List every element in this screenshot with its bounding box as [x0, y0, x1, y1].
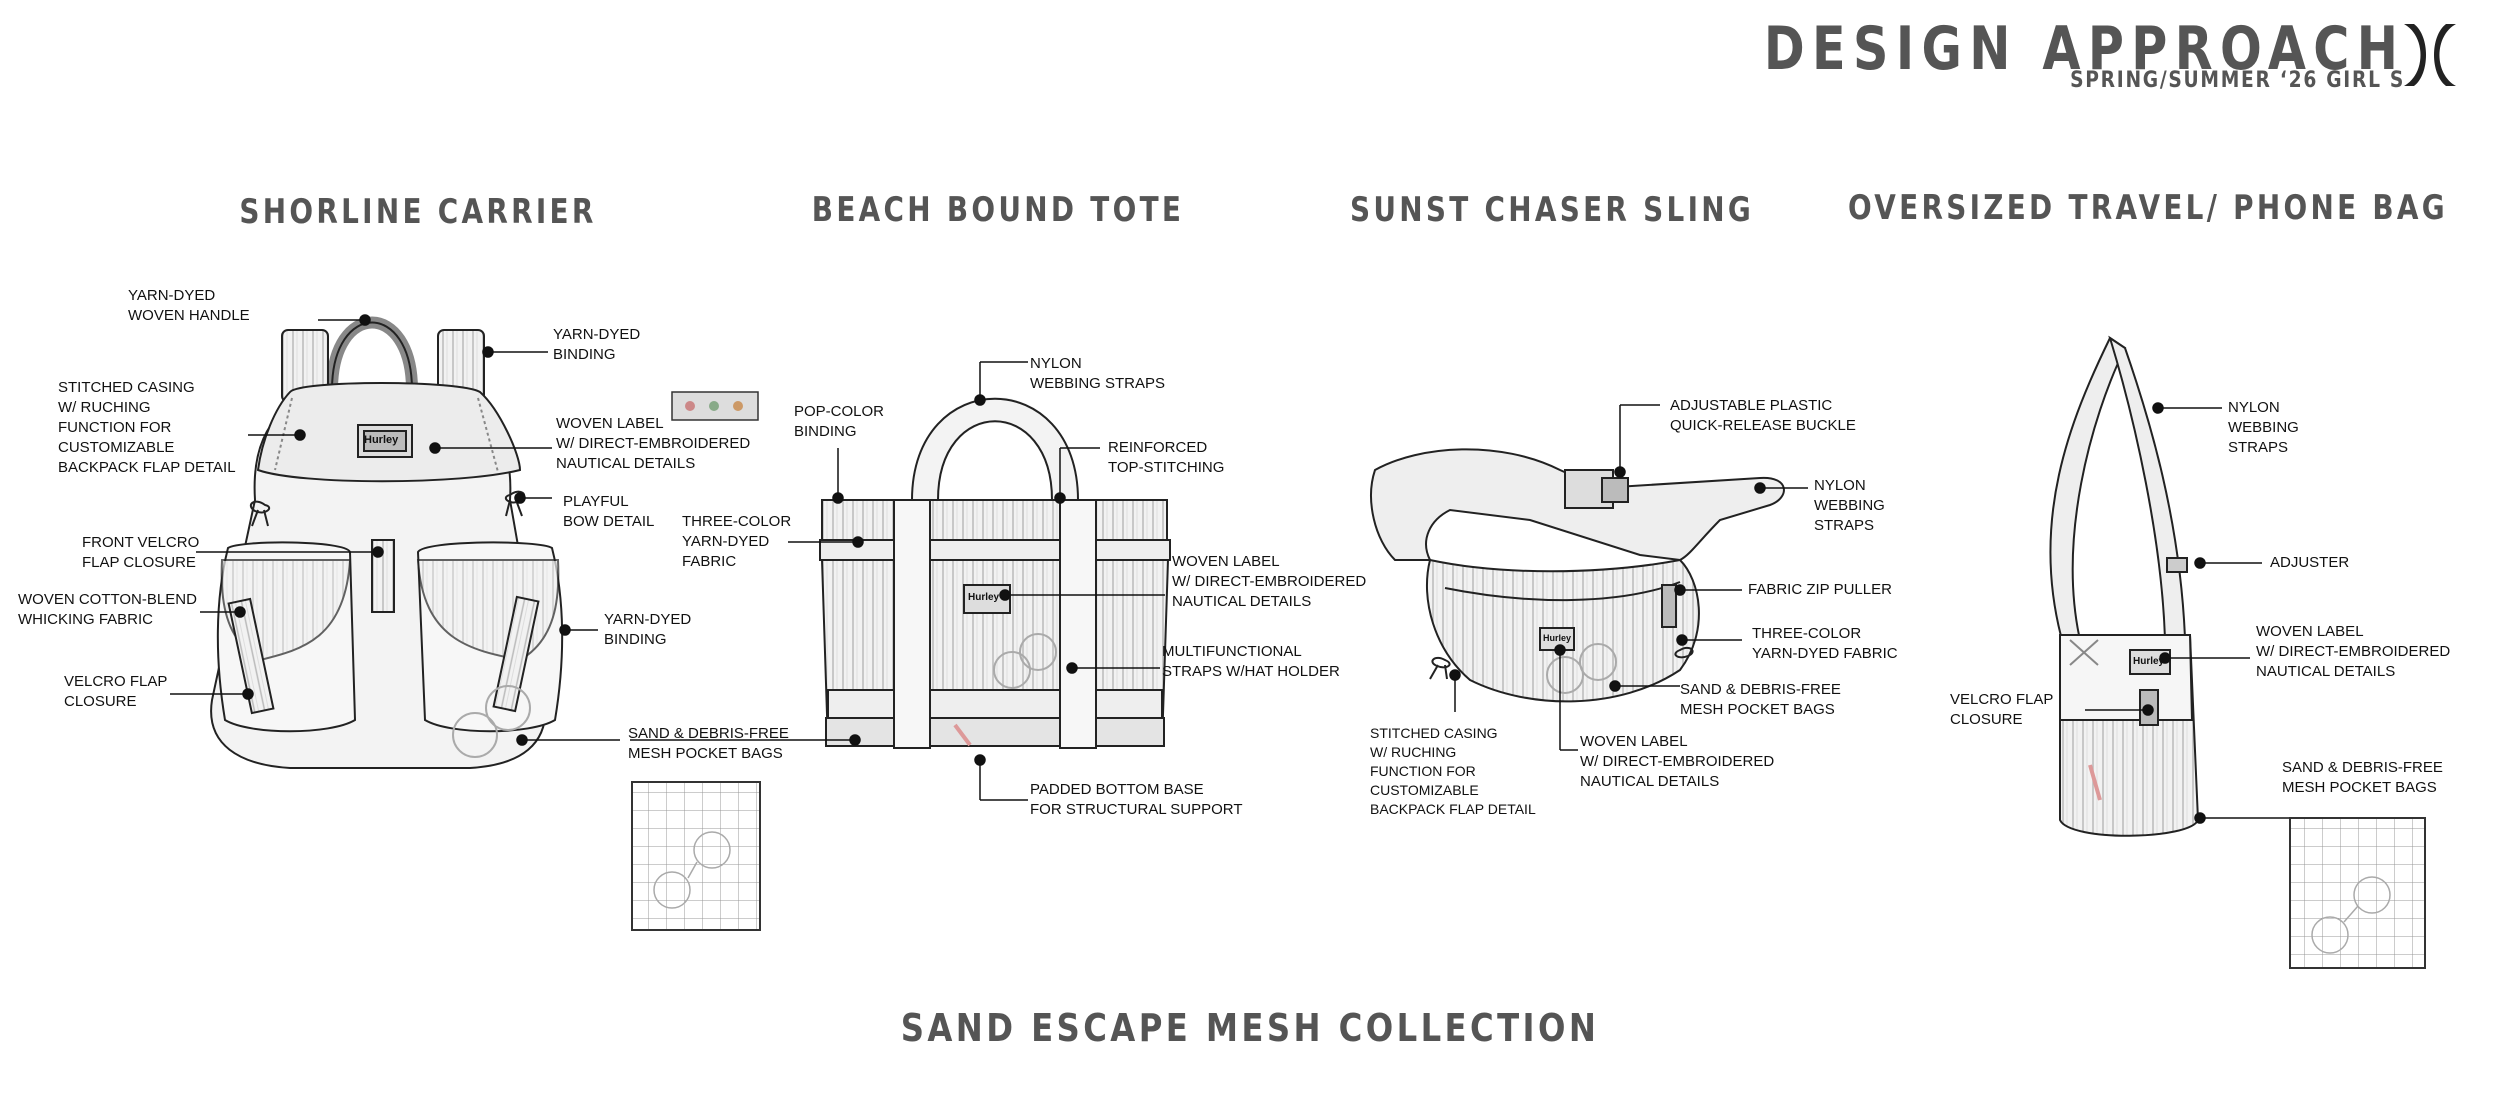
product-title-shorline-carrier: SHORLINE CARRIER: [239, 192, 597, 232]
label-woven-cotton-blend: WOVEN COTTON-BLEND WHICKING FABRIC: [18, 591, 197, 628]
label-quick-release-buckle: ADJUSTABLE PLASTIC QUICK-RELEASE BUCKLE: [1670, 397, 1856, 434]
label-stitched-casing: STITCHED CASING W/ RUCHING FUNCTION FOR …: [58, 379, 236, 476]
label-front-velcro-flap-closure: FRONT VELCRO FLAP CLOSURE: [82, 534, 200, 571]
label-nylon-webbing-straps-phone: NYLON WEBBING STRAPS: [2228, 399, 2299, 456]
label-mesh-pocket-bags-sling: SAND & DEBRIS-FREE MESH POCKET BAGS: [1680, 681, 1841, 718]
label-playful-bow-detail: PLAYFUL BOW DETAIL: [563, 493, 655, 530]
label-stitched-casing-sling: STITCHED CASING W/ RUCHING FUNCTION FOR …: [1370, 725, 1536, 817]
product-title-beach-bound-tote: BEACH BOUND TOTE: [811, 190, 1185, 230]
brand-label-phone-bag: Hurley: [2133, 656, 2165, 667]
collection-title: SAND ESCAPE MESH COLLECTION: [900, 1006, 1600, 1050]
brand-label-tote: Hurley: [968, 592, 1000, 603]
label-three-color-fabric: THREE-COLOR YARN-DYED FABRIC: [682, 513, 792, 570]
product-title-oversized-travel-phone-bag: OVERSIZED TRAVEL/ PHONE BAG: [1848, 188, 2448, 228]
label-fabric-zip-puller: FABRIC ZIP PULLER: [1748, 581, 1892, 598]
label-velcro-flap-closure: VELCRO FLAP CLOSURE: [64, 673, 168, 710]
label-woven-label-tote: WOVEN LABEL W/ DIRECT-EMBROIDERED NAUTIC…: [1172, 553, 1367, 610]
brand-label-backpack: Hurley: [364, 434, 399, 446]
label-yarn-dyed-woven-handle: YARN-DYED WOVEN HANDLE: [128, 287, 250, 324]
phone-bag-illustration: [2049, 335, 2200, 837]
label-pop-color-binding: POP-COLOR BINDING: [794, 403, 885, 440]
tote-leader-lines: [630, 361, 1165, 801]
hurley-logo-icon: [2404, 24, 2456, 86]
label-woven-label-phone: WOVEN LABEL W/ DIRECT-EMBROIDERED NAUTIC…: [2256, 623, 2451, 680]
phone-bag-leader-lines: [2085, 402, 2310, 824]
label-adjuster: ADJUSTER: [2270, 554, 2350, 571]
tote-illustration: [819, 397, 1171, 749]
mesh-swatch-backpack: [631, 781, 761, 931]
backpack-illustration: [210, 316, 564, 769]
label-nylon-webbing-straps: NYLON WEBBING STRAPS: [1030, 355, 1166, 392]
label-three-color-fabric-sling: THREE-COLOR YARN-DYED FABRIC: [1752, 625, 1898, 662]
product-title-sunst-chaser-sling: SUNST CHASER SLING: [1349, 190, 1755, 230]
label-multifunctional-straps: MULTIFUNCTIONAL STRAPS W/HAT HOLDER: [1162, 643, 1340, 680]
brand-label-sling: Hurley: [1543, 633, 1572, 643]
season-subtitle: SPRING/SUMMER ‘26 GIRL S: [2070, 68, 2405, 93]
mesh-swatch-phone-bag: [2289, 817, 2426, 969]
label-mesh-pocket-bags-phone: SAND & DEBRIS-FREE MESH POCKET BAGS: [2282, 759, 2443, 796]
label-yarn-dyed-binding-side: YARN-DYED BINDING: [604, 611, 692, 648]
label-woven-label-sling: WOVEN LABEL W/ DIRECT-EMBROIDERED NAUTIC…: [1580, 733, 1775, 790]
sling-leader-lines: [1449, 404, 1808, 751]
sling-illustration: [1370, 448, 1785, 703]
label-reinforced-top-stitching: REINFORCED TOP-STITCHING: [1108, 439, 1225, 476]
label-padded-bottom-base: PADDED BOTTOM BASE FOR STRUCTURAL SUPPOR…: [1030, 781, 1243, 818]
label-nylon-webbing-straps-sling: NYLON WEBBING STRAPS: [1814, 477, 1885, 534]
label-yarn-dyed-binding-top: YARN-DYED BINDING: [553, 326, 641, 363]
label-woven-label: WOVEN LABEL W/ DIRECT-EMBROIDERED NAUTIC…: [556, 415, 751, 472]
backpack-leader-lines: [170, 314, 620, 746]
label-velcro-flap-closure-phone: VELCRO FLAP CLOSURE: [1950, 691, 2054, 728]
page-title: DESIGN APPROACH: [1763, 14, 2405, 84]
label-mesh-pocket-bags: SAND & DEBRIS-FREE MESH POCKET BAGS: [628, 725, 789, 762]
